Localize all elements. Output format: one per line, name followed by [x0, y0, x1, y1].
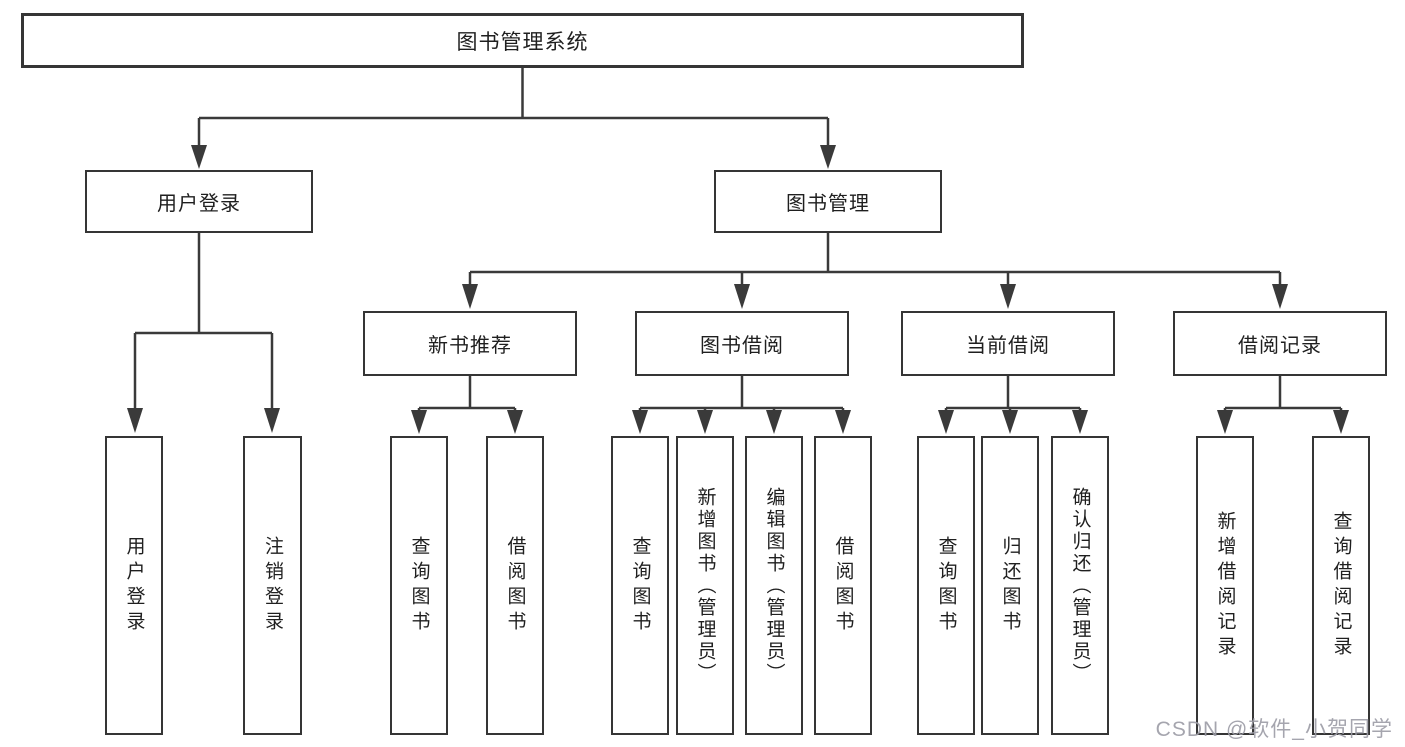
csdn-watermark: CSDN @软件_小贺同学	[1155, 718, 1393, 741]
leaf-borrow-books: 借阅图书	[814, 436, 872, 735]
leaf-query-books-recommend: 查询图书	[390, 436, 448, 735]
node-library-management-system: 图书管理系统	[21, 13, 1024, 68]
node-borrow-record: 借阅记录	[1173, 311, 1387, 376]
leaf-add-borrow-record: 新增借阅记录	[1196, 436, 1254, 735]
node-new-book-recommend: 新书推荐	[363, 311, 577, 376]
leaf-query-borrow-record: 查询借阅记录	[1312, 436, 1370, 735]
arrowheads	[127, 145, 1349, 434]
node-book-borrow: 图书借阅	[635, 311, 849, 376]
leaf-query-books-current: 查询图书	[917, 436, 975, 735]
leaf-add-books-admin: 新增图书（管理员）	[676, 436, 734, 735]
leaf-query-books-borrow: 查询图书	[611, 436, 669, 735]
node-user-login-branch: 用户登录	[85, 170, 313, 233]
node-current-borrow: 当前借阅	[901, 311, 1115, 376]
leaf-return-books: 归还图书	[981, 436, 1039, 735]
node-book-management-branch: 图书管理	[714, 170, 942, 233]
leaf-confirm-return-admin: 确认归还（管理员）	[1051, 436, 1109, 735]
leaf-borrow-books-recommend: 借阅图书	[486, 436, 544, 735]
leaf-edit-books-admin: 编辑图书（管理员）	[745, 436, 803, 735]
leaf-user-login: 用户登录	[105, 436, 163, 735]
leaf-logout: 注销登录	[243, 436, 302, 735]
